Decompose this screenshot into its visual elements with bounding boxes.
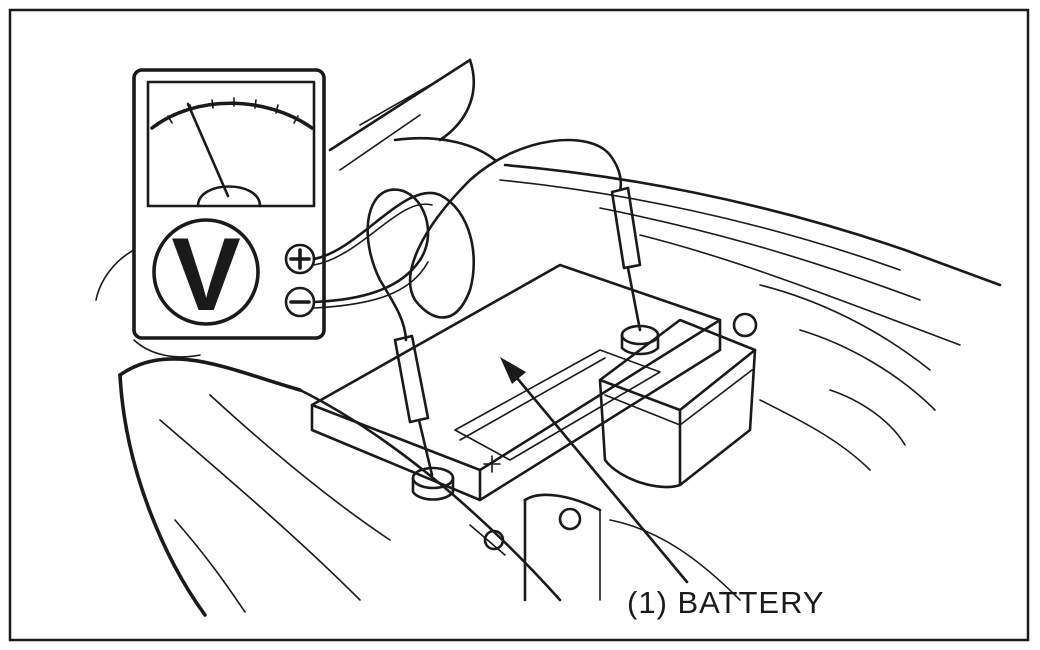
positive-lead xyxy=(312,138,623,319)
test-leads xyxy=(312,138,642,477)
callout-arrowhead xyxy=(500,357,526,384)
terminal-cover xyxy=(598,312,758,489)
battery-callout: (1) BATTERY xyxy=(500,357,825,620)
figure-frame xyxy=(8,8,1030,642)
callout-label: (1) BATTERY xyxy=(627,585,825,620)
vehicle-bodywork xyxy=(118,58,1002,617)
right-probe xyxy=(610,186,642,270)
meter-range-dial xyxy=(152,218,260,326)
meter-pivot xyxy=(196,185,262,208)
meter-needle xyxy=(186,102,230,198)
left-probe xyxy=(393,334,430,424)
voltmeter: V xyxy=(95,68,326,358)
negative-lead xyxy=(312,188,430,342)
callout-leader-line xyxy=(510,370,689,584)
meter-symbol: V xyxy=(171,217,240,333)
